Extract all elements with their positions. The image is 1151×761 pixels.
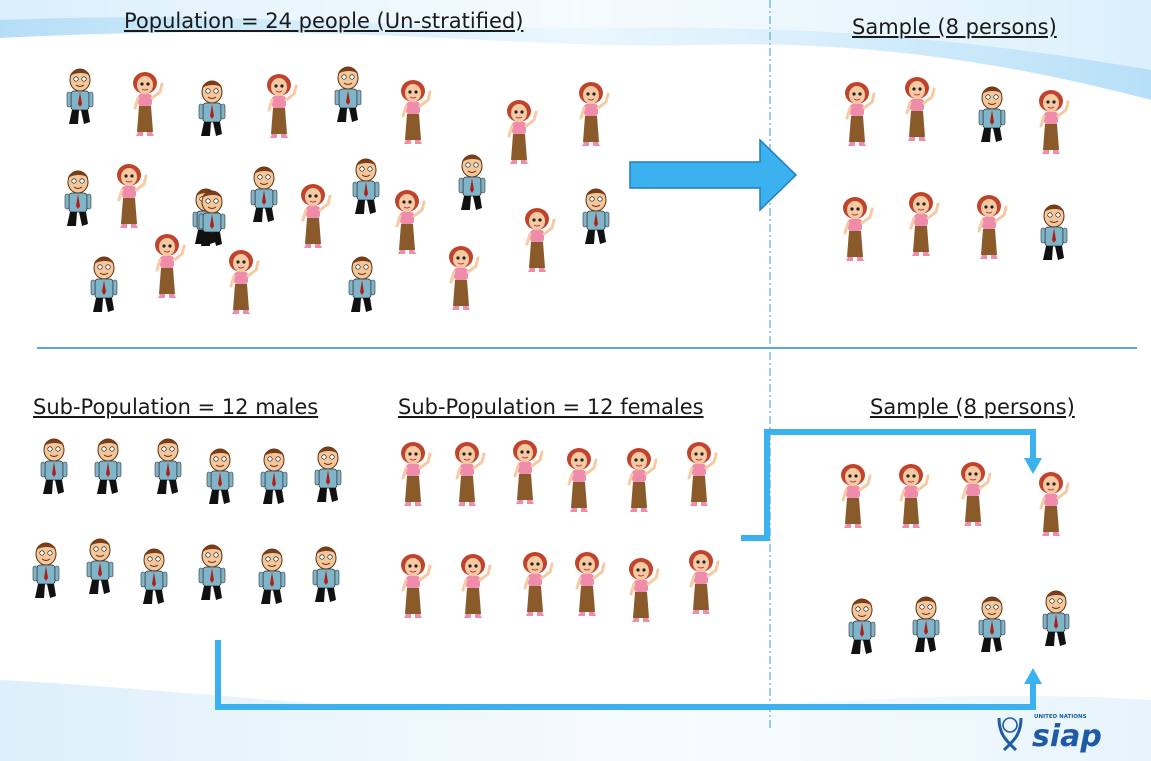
male-figure-icon [258, 548, 286, 604]
female-figure-icon [401, 442, 432, 506]
female-figure-icon [687, 442, 718, 506]
male-figure-icon [250, 166, 278, 222]
sample-top-title: Sample (8 persons) [852, 15, 1057, 39]
female-figure-icon [1039, 90, 1070, 154]
male-figure-icon [978, 596, 1006, 652]
female-figure-icon [401, 554, 432, 618]
male-figure-icon [198, 80, 226, 136]
female-figure-icon [117, 164, 148, 228]
male-figure-icon [66, 68, 94, 124]
female-figure-icon [1039, 472, 1070, 536]
female-figure-icon [905, 77, 936, 141]
female-figure-icon [461, 554, 492, 618]
logo-name: siap [1032, 719, 1102, 754]
male-figure-icon [314, 446, 342, 502]
male-figure-icon [352, 158, 380, 214]
male-figure-icon [582, 188, 610, 244]
female-figure-icon [579, 82, 610, 146]
male-connector-arrowhead [1024, 668, 1042, 684]
female-figure-icon [449, 246, 480, 310]
sampling-arrow [629, 138, 798, 212]
male-figure-icon [458, 154, 486, 210]
female-figure-icon [229, 250, 260, 314]
un-emblem-icon [997, 717, 1023, 752]
female-connector-arrow [741, 429, 1036, 541]
female-figure-icon [523, 552, 554, 616]
female-figure-icon [629, 558, 660, 622]
female-figure-icon [575, 552, 606, 616]
female-figure-icon [525, 208, 556, 272]
male-figure-icon [198, 190, 226, 246]
male-figure-icon [912, 596, 940, 652]
male-figure-icon [94, 438, 122, 494]
female-figure-icon [841, 464, 872, 528]
female-figure-icon [899, 464, 930, 528]
male-figure-icon [334, 66, 362, 122]
female-figure-icon [455, 442, 486, 506]
logo-org-text: UNITED NATIONS [1034, 714, 1087, 720]
female-figure-icon [507, 100, 538, 164]
female-figure-icon [909, 192, 940, 256]
female-figure-icon [845, 82, 876, 146]
male-figure-icon [1040, 204, 1068, 260]
male-figure-icon [348, 256, 376, 312]
male-figure-icon [40, 438, 68, 494]
female-figure-icon [843, 197, 874, 261]
female-figure-icon [401, 80, 432, 144]
male-figure-icon [154, 438, 182, 494]
female-figure-icon [513, 440, 544, 504]
male-figure-icon [848, 598, 876, 654]
female-figure-icon [301, 184, 332, 248]
male-figure-icon [32, 542, 60, 598]
male-figure-icon [64, 170, 92, 226]
siap-logo: UNITED NATIONS siap [996, 710, 1136, 754]
female-figure-icon [977, 195, 1008, 259]
sub-population-males-title: Sub-Population = 12 males [33, 395, 319, 419]
male-connector-arrow [215, 640, 1036, 710]
male-figure-icon [206, 448, 234, 504]
female-figure-icon [567, 448, 598, 512]
male-figure-icon [312, 546, 340, 602]
female-figure-icon [267, 74, 298, 138]
top-wave-light [0, 0, 1151, 70]
sample-bottom-title: Sample (8 persons) [870, 395, 1075, 419]
male-figure-icon [140, 548, 168, 604]
female-figure-icon [961, 462, 992, 526]
female-figure-icon [395, 190, 426, 254]
female-figure-icon [627, 448, 658, 512]
sub-population-females-title: Sub-Population = 12 females [398, 395, 704, 419]
population-title: Population = 24 people (Un-stratified) [124, 9, 524, 33]
male-figure-icon [198, 544, 226, 600]
male-figure-icon [90, 256, 118, 312]
male-figure-icon [86, 538, 114, 594]
bottom-wave [0, 680, 1151, 761]
male-figure-icon [1042, 590, 1070, 646]
female-figure-icon [133, 72, 164, 136]
male-figure-icon [978, 86, 1006, 142]
male-figure-icon [260, 448, 288, 504]
female-figure-icon [689, 550, 720, 614]
female-connector-arrowhead [1024, 458, 1042, 474]
female-figure-icon [155, 234, 186, 298]
